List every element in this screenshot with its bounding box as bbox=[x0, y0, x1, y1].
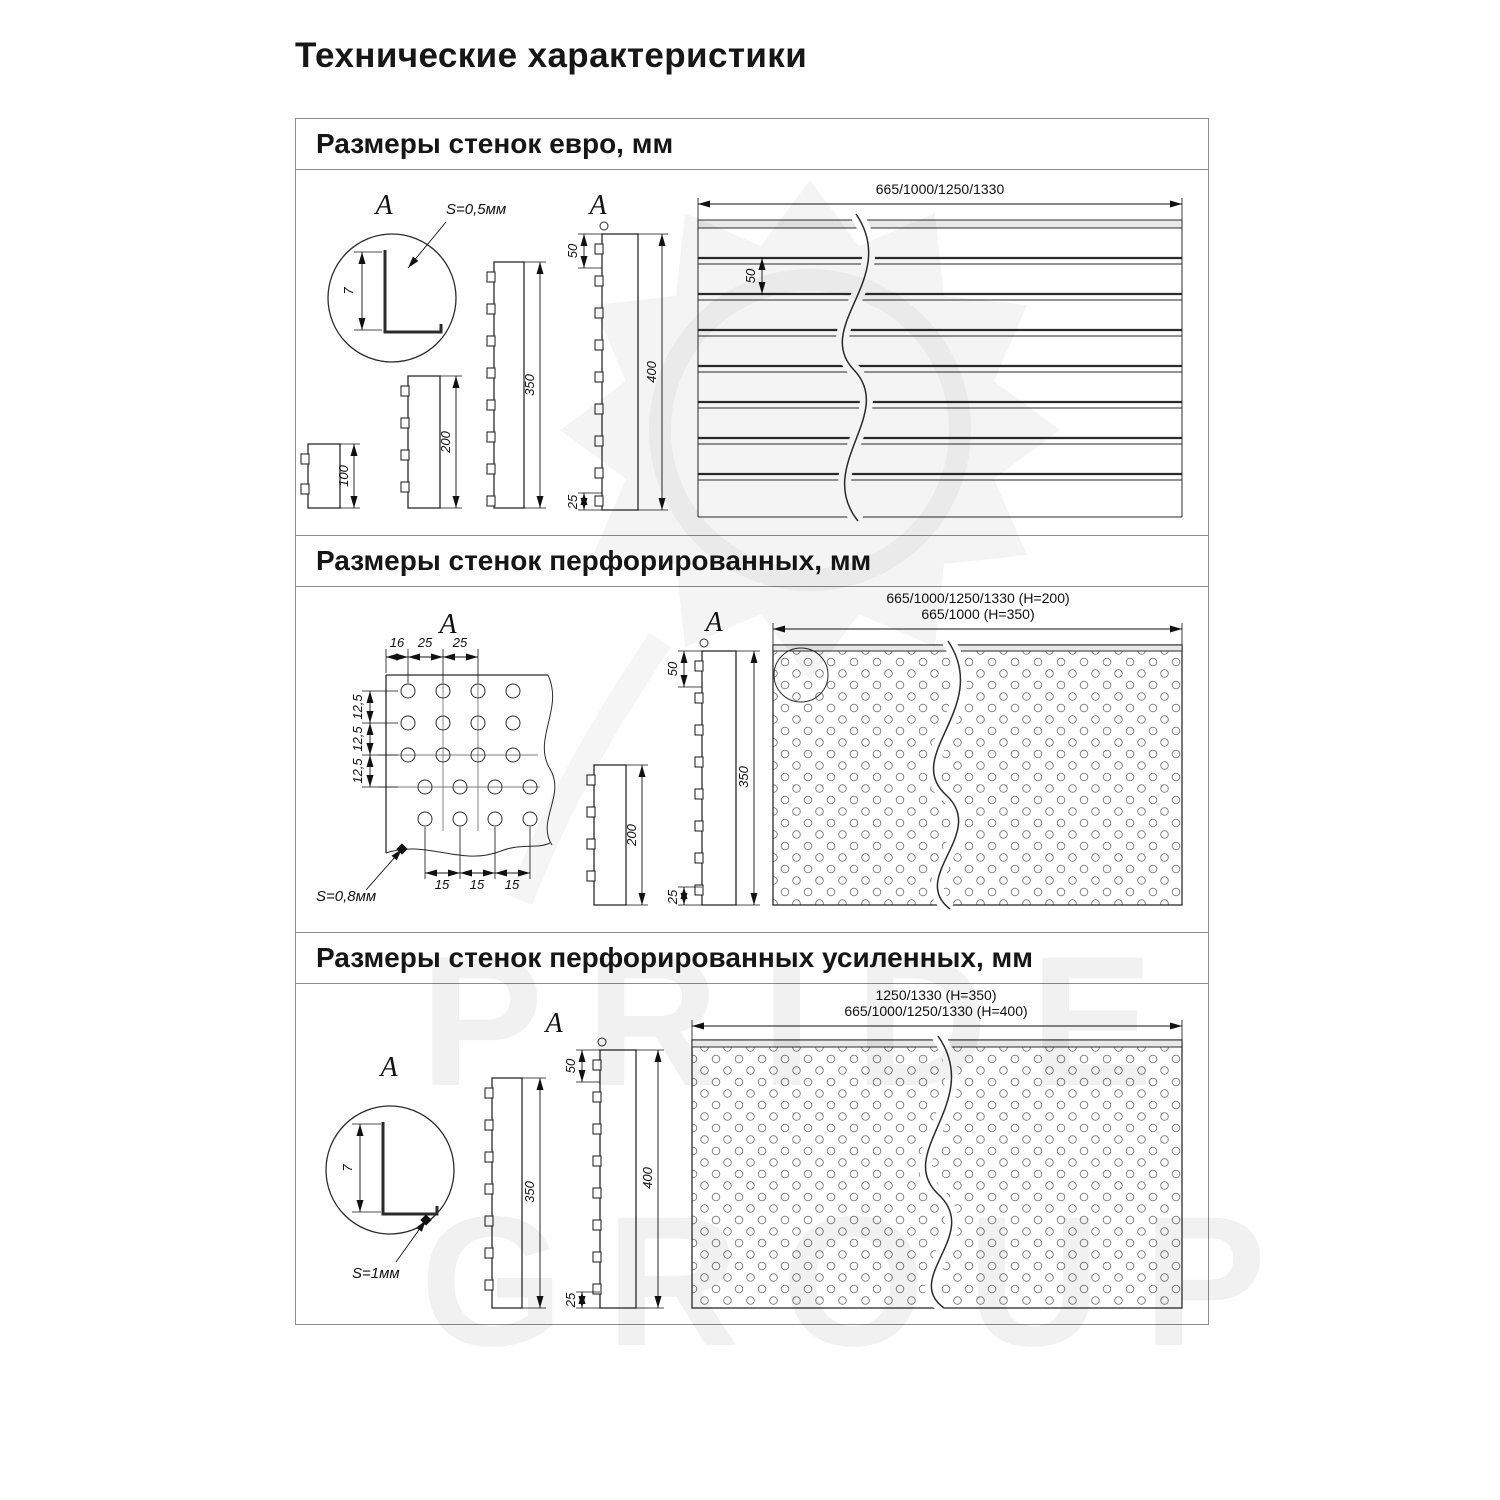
spec-box: Размеры стенок евро, мм A 7 S=0,5мм bbox=[295, 118, 1209, 1325]
perf-profile-200: 200 bbox=[586, 764, 648, 906]
dim-slot50: 50 bbox=[743, 268, 758, 283]
dim-top50: 50 bbox=[565, 243, 580, 258]
dim-lip: 7 bbox=[340, 1164, 355, 1172]
dim-bottom25: 25 bbox=[665, 889, 680, 905]
drawing-euro: A 7 S=0,5мм 100 bbox=[300, 181, 1183, 526]
dim-panel-width1: 665/1000/1250/1330 (H=200) bbox=[886, 590, 1069, 606]
reinf-detail-a: A 7 S=1мм bbox=[325, 1052, 455, 1282]
side-a-label: A bbox=[543, 1008, 563, 1039]
reinf-side-section: A 50 25 bbox=[543, 1008, 664, 1309]
dim-125a: 12,5 bbox=[350, 694, 365, 720]
section-header-perforated: Размеры стенок перфорированных, мм bbox=[296, 535, 1208, 587]
euro-profile-strips: 100 200 bbox=[300, 261, 546, 509]
dim-h400: 400 bbox=[640, 1166, 655, 1188]
drawing-reinforced: A 7 S=1мм bbox=[325, 987, 1183, 1314]
drawing-perforated: A 16 bbox=[316, 590, 1183, 915]
section-header-euro: Размеры стенок евро, мм bbox=[296, 119, 1208, 170]
thickness-label: S=0,8мм bbox=[316, 888, 376, 905]
dim-panel-width2: 665/1000 (H=350) bbox=[921, 606, 1034, 622]
dim-lip: 7 bbox=[341, 287, 356, 295]
dim-panel-width: 665/1000/1250/1330 bbox=[876, 181, 1005, 197]
euro-side-section: A 50 25 bbox=[565, 190, 668, 511]
reinf-panel: 1250/1330 (H=350) 665/1000/1250/1330 (H=… bbox=[691, 987, 1183, 1314]
dim-top50: 50 bbox=[563, 1058, 578, 1073]
reinf-profile-350: 350 bbox=[484, 1077, 546, 1309]
l-profile bbox=[383, 250, 443, 334]
dim-h200: 200 bbox=[624, 823, 639, 846]
detail-zone-circle bbox=[773, 647, 829, 703]
dim-panel-width1: 1250/1330 (H=350) bbox=[875, 987, 996, 1003]
section-header-reinforced: Размеры стенок перфорированных усиленных… bbox=[296, 932, 1208, 984]
dim-top50: 50 bbox=[665, 661, 680, 676]
euro-panel: 665/1000/1250/1330 50 bbox=[697, 181, 1183, 526]
detail-a-label: A bbox=[373, 190, 393, 221]
detail-circle bbox=[327, 233, 457, 363]
thickness-label: S=0,5мм bbox=[446, 201, 506, 218]
detail-a-label: A bbox=[378, 1052, 398, 1083]
dim-125c: 12,5 bbox=[350, 758, 365, 784]
dim-h400: 400 bbox=[644, 360, 659, 382]
dim-h200: 200 bbox=[438, 430, 453, 453]
dim-bottom25: 25 bbox=[563, 1292, 578, 1308]
perf-side-section: A 50 25 bbox=[665, 607, 760, 906]
perf-detail-a: A 16 bbox=[316, 609, 556, 905]
dim-bottom25: 25 bbox=[565, 494, 580, 510]
detail-circle bbox=[325, 1105, 455, 1235]
page-title: Технические характеристики bbox=[295, 36, 808, 75]
perf-panel: 665/1000/1250/1330 (H=200) 665/1000 (H=3… bbox=[772, 590, 1183, 915]
dim-15b: 15 bbox=[470, 877, 485, 892]
dim-125b: 12,5 bbox=[350, 726, 365, 752]
dim-15c: 15 bbox=[505, 877, 520, 892]
section-title-perforated: Размеры стенок перфорированных, мм bbox=[316, 545, 872, 576]
dim-15a: 15 bbox=[435, 877, 450, 892]
dim-16: 16 bbox=[390, 635, 405, 650]
l-profile bbox=[381, 1122, 439, 1216]
dim-h350: 350 bbox=[522, 1180, 537, 1202]
section-title-reinforced: Размеры стенок перфорированных усиленных… bbox=[316, 942, 1033, 973]
thickness-label: S=1мм bbox=[352, 1265, 400, 1282]
dim-25a: 25 bbox=[417, 635, 433, 650]
side-a-label: A bbox=[587, 190, 607, 221]
section-title-euro: Размеры стенок евро, мм bbox=[316, 128, 674, 159]
dim-25b: 25 bbox=[452, 635, 468, 650]
dim-h100: 100 bbox=[336, 464, 351, 486]
dim-h350: 350 bbox=[736, 765, 751, 787]
detail-a-label: A bbox=[437, 609, 457, 640]
dim-h350: 350 bbox=[522, 373, 537, 395]
perforation-field bbox=[772, 644, 1183, 906]
dim-panel-width2: 665/1000/1250/1330 (H=400) bbox=[844, 1003, 1027, 1019]
side-a-label: A bbox=[703, 607, 723, 638]
euro-detail-a: A 7 S=0,5мм bbox=[327, 190, 506, 363]
